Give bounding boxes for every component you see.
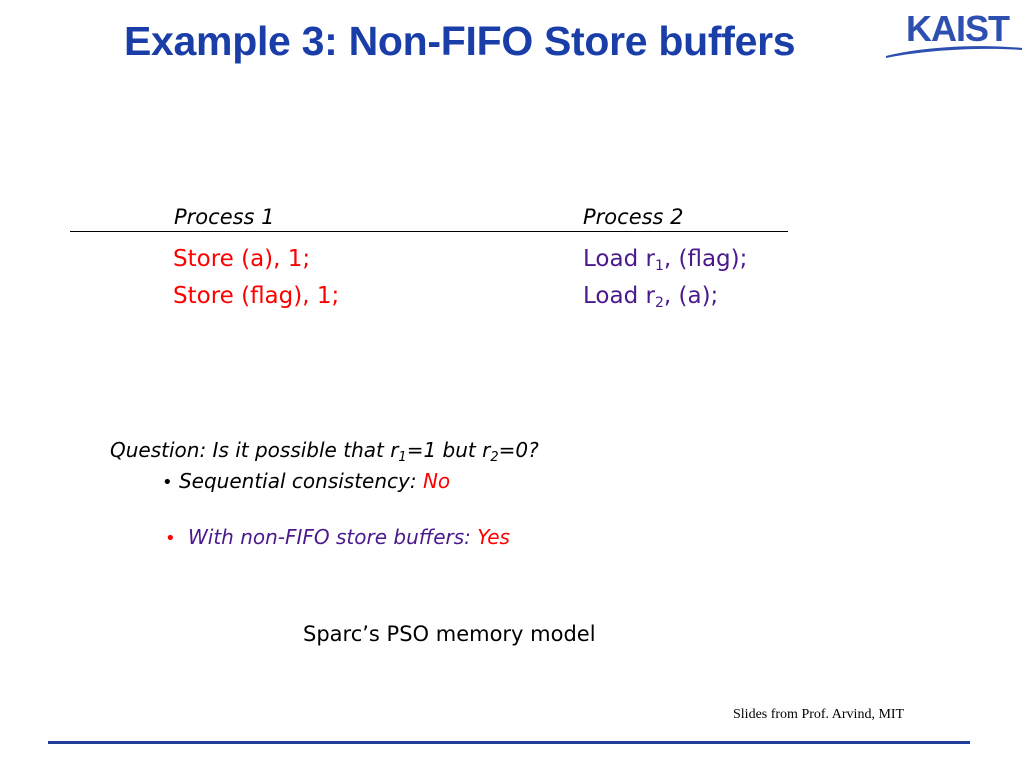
bullet-marker: • xyxy=(162,472,173,493)
question-line: Question: Is it possible that r1=1 but r… xyxy=(110,438,539,465)
load-prefix: Load r xyxy=(583,246,655,272)
question-suffix: =0? xyxy=(498,438,539,462)
bullet-label: Sequential consistency: xyxy=(178,469,423,493)
process-1-header: Process 1 xyxy=(174,205,275,229)
process-2-line-1: Load r1, (flag); xyxy=(583,246,747,274)
memory-model-caption: Sparc’s PSO memory model xyxy=(303,622,596,646)
kaist-logo: KAIST xyxy=(884,6,1024,66)
table-header-rule xyxy=(70,231,788,232)
load-suffix: , (flag); xyxy=(663,246,748,272)
process-2-header: Process 2 xyxy=(583,205,684,229)
bullet-label: With non-FIFO store buffers: xyxy=(187,525,478,549)
slide-title: Example 3: Non-FIFO Store buffers xyxy=(124,18,796,64)
bullet-marker: • xyxy=(165,528,176,549)
question-sub-1: 1 xyxy=(398,450,407,465)
logo-wordmark: KAIST xyxy=(906,8,1010,49)
question-mid: =1 but r xyxy=(406,438,491,462)
process-2-line-2: Load r2, (a); xyxy=(583,283,718,311)
register-subscript: 2 xyxy=(654,295,664,311)
logo-swoosh-icon xyxy=(886,46,1022,58)
footer-rule xyxy=(48,741,970,744)
slide-credit: Slides from Prof. Arvind, MIT xyxy=(733,707,905,722)
process-1-line-2: Store (flag), 1; xyxy=(173,283,340,309)
load-suffix: , (a); xyxy=(663,283,719,309)
process-1-line-1: Store (a), 1; xyxy=(173,246,311,272)
load-prefix: Load r xyxy=(583,283,655,309)
register-subscript: 1 xyxy=(654,258,664,274)
bullet-non-fifo-store-buffers: • With non-FIFO store buffers: Yes xyxy=(165,525,510,549)
question-prefix: Question: Is it possible that r xyxy=(110,438,399,462)
bullet-answer: No xyxy=(422,469,451,493)
bullet-answer: Yes xyxy=(477,525,510,549)
bullet-sequential-consistency: • Sequential consistency: No xyxy=(162,469,450,493)
question-sub-2: 2 xyxy=(490,450,499,465)
